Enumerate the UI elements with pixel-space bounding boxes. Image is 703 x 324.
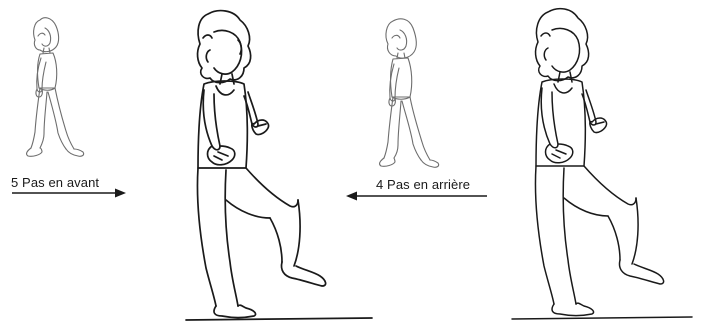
exercise-diagram: 5 Pas en avant 4 Pas en arrière — [0, 0, 703, 324]
knee-raise-figure-2 — [0, 0, 703, 324]
